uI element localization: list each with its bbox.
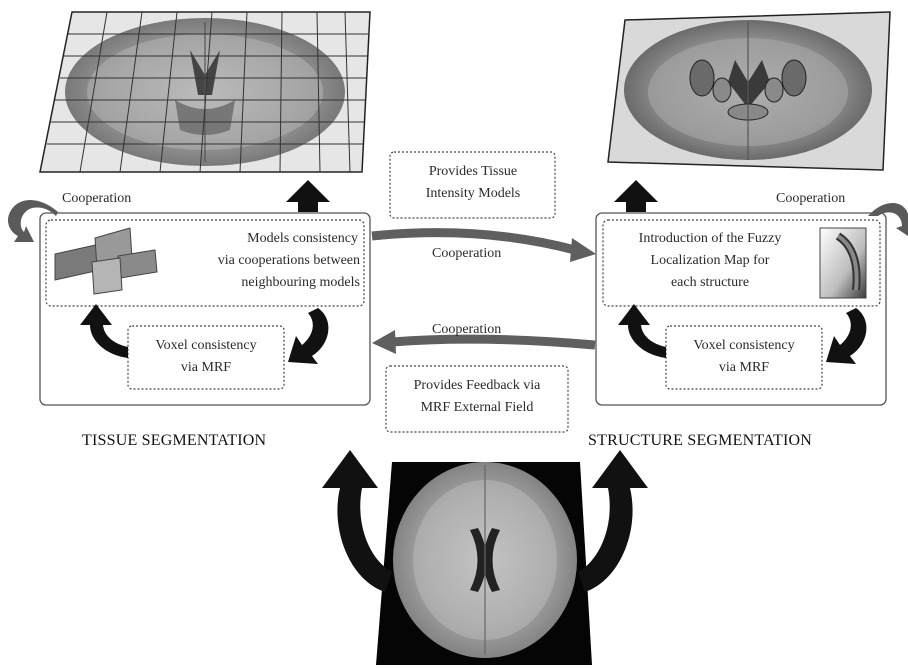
tissue-voxel-line-1: Voxel consistency <box>155 338 257 353</box>
provides-intensity-box <box>389 151 556 219</box>
fuzzy-map-icon <box>819 227 867 299</box>
provides-feedback-line-2: MRF External Field <box>420 400 534 415</box>
models-consistency-line-1: Models consistency <box>247 231 358 246</box>
fuzzy-map-line-3: each structure <box>670 275 750 290</box>
cooperation-top-label: Cooperation <box>432 246 502 261</box>
structure-voxel-box <box>665 325 823 390</box>
fuzzy-map-line-1: Introduction of the Fuzzy <box>638 231 782 246</box>
source-arrows <box>322 450 648 592</box>
tissue-self-cooperation-arrow <box>7 200 58 242</box>
tissue-voxel-line-2: via MRF <box>180 360 232 375</box>
fuzzy-map-line-2: Localization Map for <box>650 253 770 268</box>
tissue-voxel-box <box>127 325 285 390</box>
up-arrows <box>286 180 658 212</box>
brain-grid-icon <box>39 11 371 173</box>
cooperation-bottom-label: Cooperation <box>432 322 502 337</box>
brain-mri-icon <box>376 462 592 665</box>
models-consistency-line-3: neighbouring models <box>241 275 360 290</box>
tissue-down-arrow <box>288 308 329 364</box>
fuzzy-map-box <box>602 219 881 307</box>
local-models-icon <box>54 227 158 295</box>
structure-segmentation-title: STRUCTURE SEGMENTATION <box>588 432 813 449</box>
provides-feedback-line-1: Provides Feedback via <box>413 378 541 393</box>
structure-up-arrow <box>618 304 666 358</box>
structure-self-cooperation-arrow <box>868 203 908 236</box>
structure-down-arrow <box>826 308 867 364</box>
tissue-cooperation-label: Cooperation <box>62 191 132 206</box>
provides-feedback-box <box>385 365 569 433</box>
structure-voxel-line-2: via MRF <box>718 360 770 375</box>
cooperation-left-arrow <box>391 334 596 350</box>
brain-structures-icon <box>607 11 891 171</box>
cooperation-right-arrow <box>371 228 577 255</box>
tissue-segmentation-title: TISSUE SEGMENTATION <box>82 432 267 449</box>
provides-intensity-line-1: Provides Tissue <box>428 164 518 179</box>
structure-voxel-line-1: Voxel consistency <box>693 338 795 353</box>
structure-cooperation-label: Cooperation <box>776 191 846 206</box>
tissue-up-arrow <box>80 304 128 358</box>
models-consistency-line-2: via cooperations between <box>217 253 360 268</box>
provides-intensity-line-2: Intensity Models <box>425 186 521 201</box>
